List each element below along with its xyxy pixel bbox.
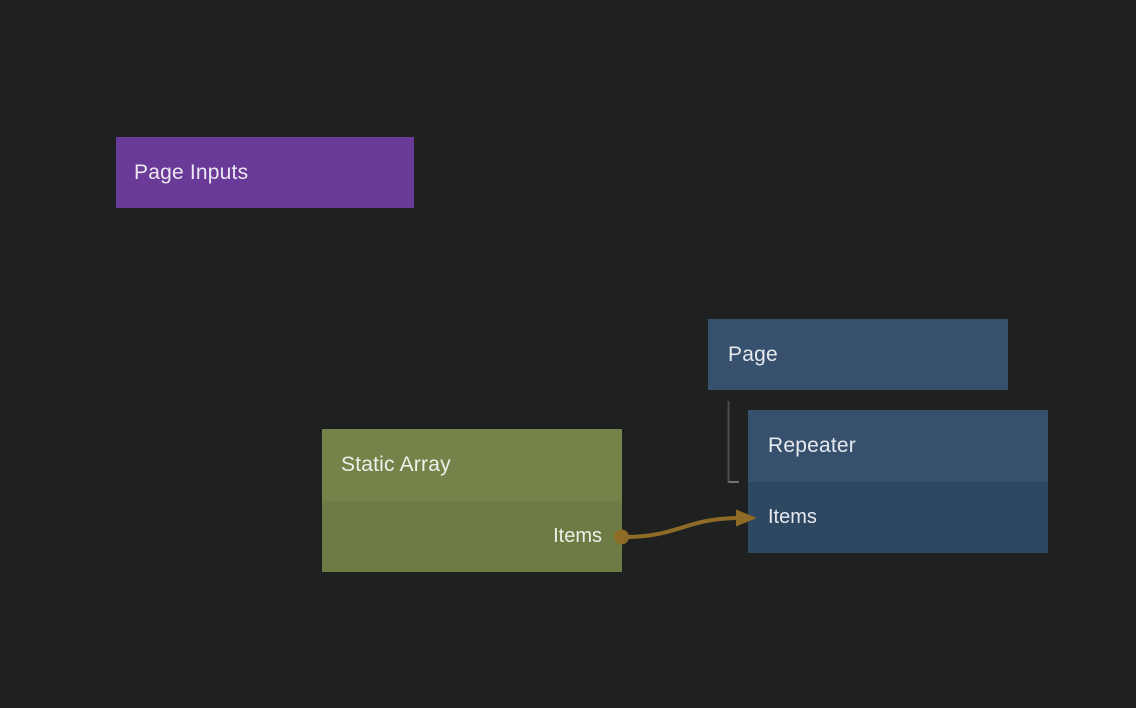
node-page-inputs-title: Page Inputs bbox=[116, 137, 414, 208]
node-repeater[interactable]: Repeater Items bbox=[748, 410, 1048, 553]
node-static-array[interactable]: Static Array Items bbox=[322, 429, 622, 572]
node-page-title: Page bbox=[708, 319, 1008, 390]
static-array-items-output-port[interactable]: Items bbox=[322, 501, 622, 572]
node-repeater-title: Repeater bbox=[748, 410, 1048, 482]
repeater-items-input-port[interactable]: Items bbox=[748, 482, 1048, 553]
node-page-inputs[interactable]: Page Inputs bbox=[116, 137, 414, 208]
node-static-array-title: Static Array bbox=[322, 429, 622, 501]
node-page[interactable]: Page bbox=[708, 319, 1008, 390]
data-flow-edge-curve[interactable] bbox=[629, 518, 737, 537]
static-array-items-port-label: Items bbox=[553, 525, 602, 548]
repeater-items-port-label: Items bbox=[768, 506, 817, 529]
